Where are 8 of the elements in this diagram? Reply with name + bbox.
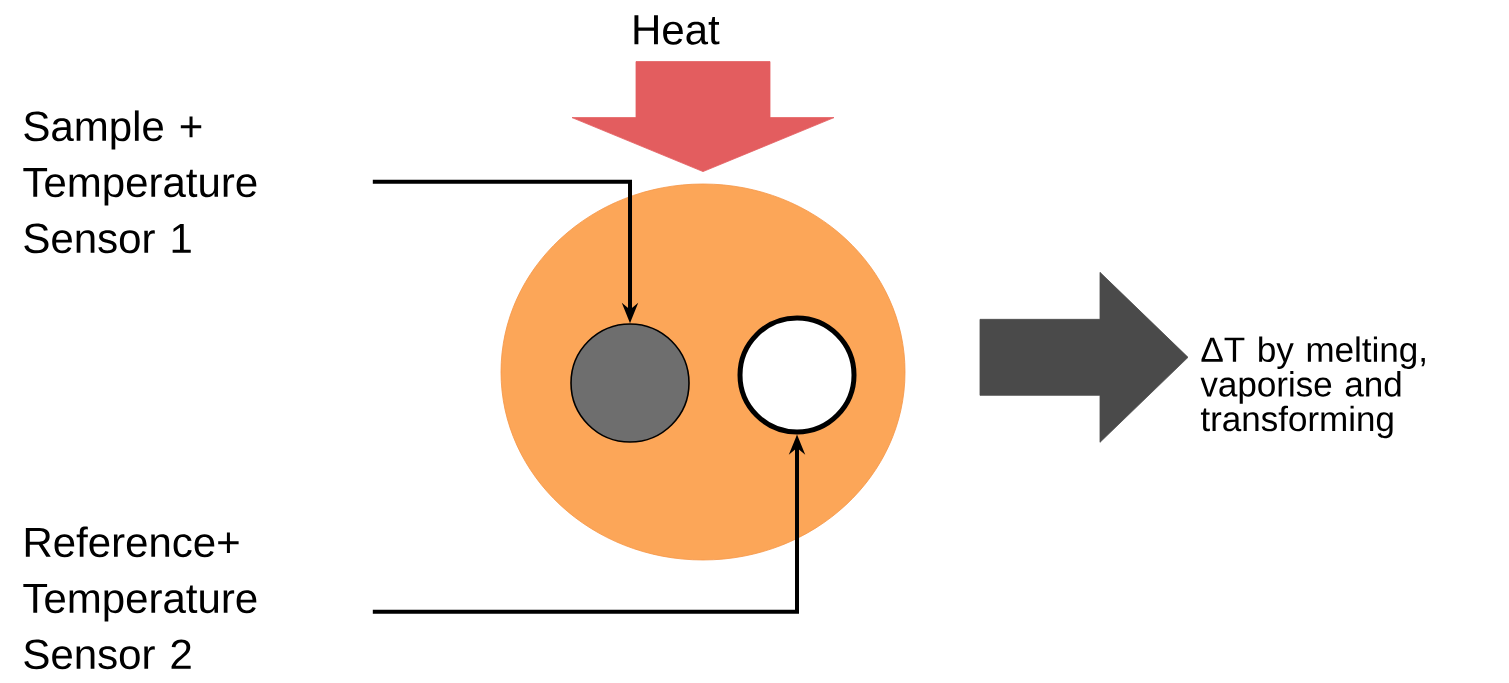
block-arrow [571, 61, 835, 172]
label-text: ΔT by melting, vaporise and transforming [1200, 336, 1425, 439]
reference-pan [737, 315, 857, 435]
block-arrow [979, 271, 1189, 443]
label-text: Sample + Temperature Sensor 1 [23, 110, 257, 254]
sample-pan [570, 323, 690, 443]
label-text: Heat [634, 15, 720, 45]
label-text: Reference+ Temperature Sensor 2 [23, 526, 257, 670]
